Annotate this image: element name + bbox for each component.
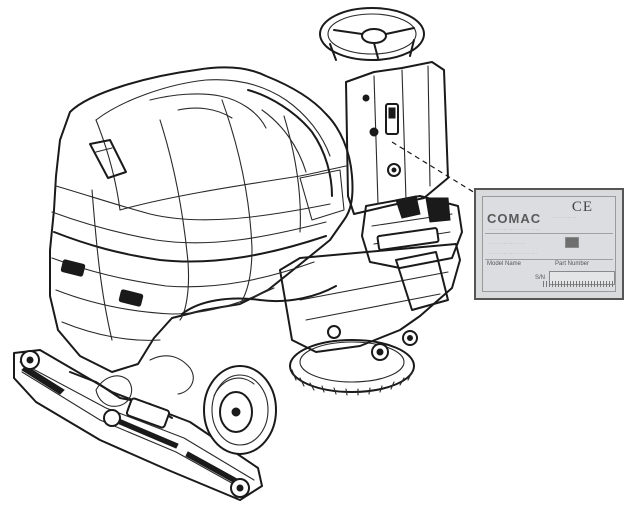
brush-deck — [279, 243, 461, 396]
plate-barcode — [543, 281, 613, 287]
rear-wheel — [203, 365, 277, 455]
plate-divider — [485, 233, 613, 234]
squeegee-assembly — [13, 349, 263, 501]
plate-part-number-label: Part Number — [555, 261, 590, 267]
plate-fine-print: · · · · · · · · · · · · · · · — [489, 241, 525, 246]
machine-body — [49, 66, 354, 395]
plate-fine-print: · · · · · · · · · · — [553, 215, 577, 220]
plate-fine-print: · · · · · · · · · · · · · · · · · · · · … — [489, 227, 540, 232]
plate-fine-print: · · · · · · · · · · · · · · · · · · · · — [489, 251, 537, 256]
identification-plate: CE COMAC · · · · · · · · · · · · · · · ·… — [474, 188, 624, 300]
plate-model-name-label: Model Name — [487, 261, 522, 267]
plate-brand-logo: COMAC — [487, 211, 542, 226]
steering-wheel — [319, 7, 425, 61]
plate-stamp — [565, 237, 579, 248]
steering-column — [345, 61, 449, 215]
operator-platform — [361, 195, 463, 269]
ce-mark: CE — [571, 199, 593, 215]
plate-sn-label: S/N — [535, 275, 546, 281]
plate-divider — [485, 259, 613, 260]
plate-inner: CE COMAC · · · · · · · · · · · · · · · ·… — [482, 196, 616, 292]
